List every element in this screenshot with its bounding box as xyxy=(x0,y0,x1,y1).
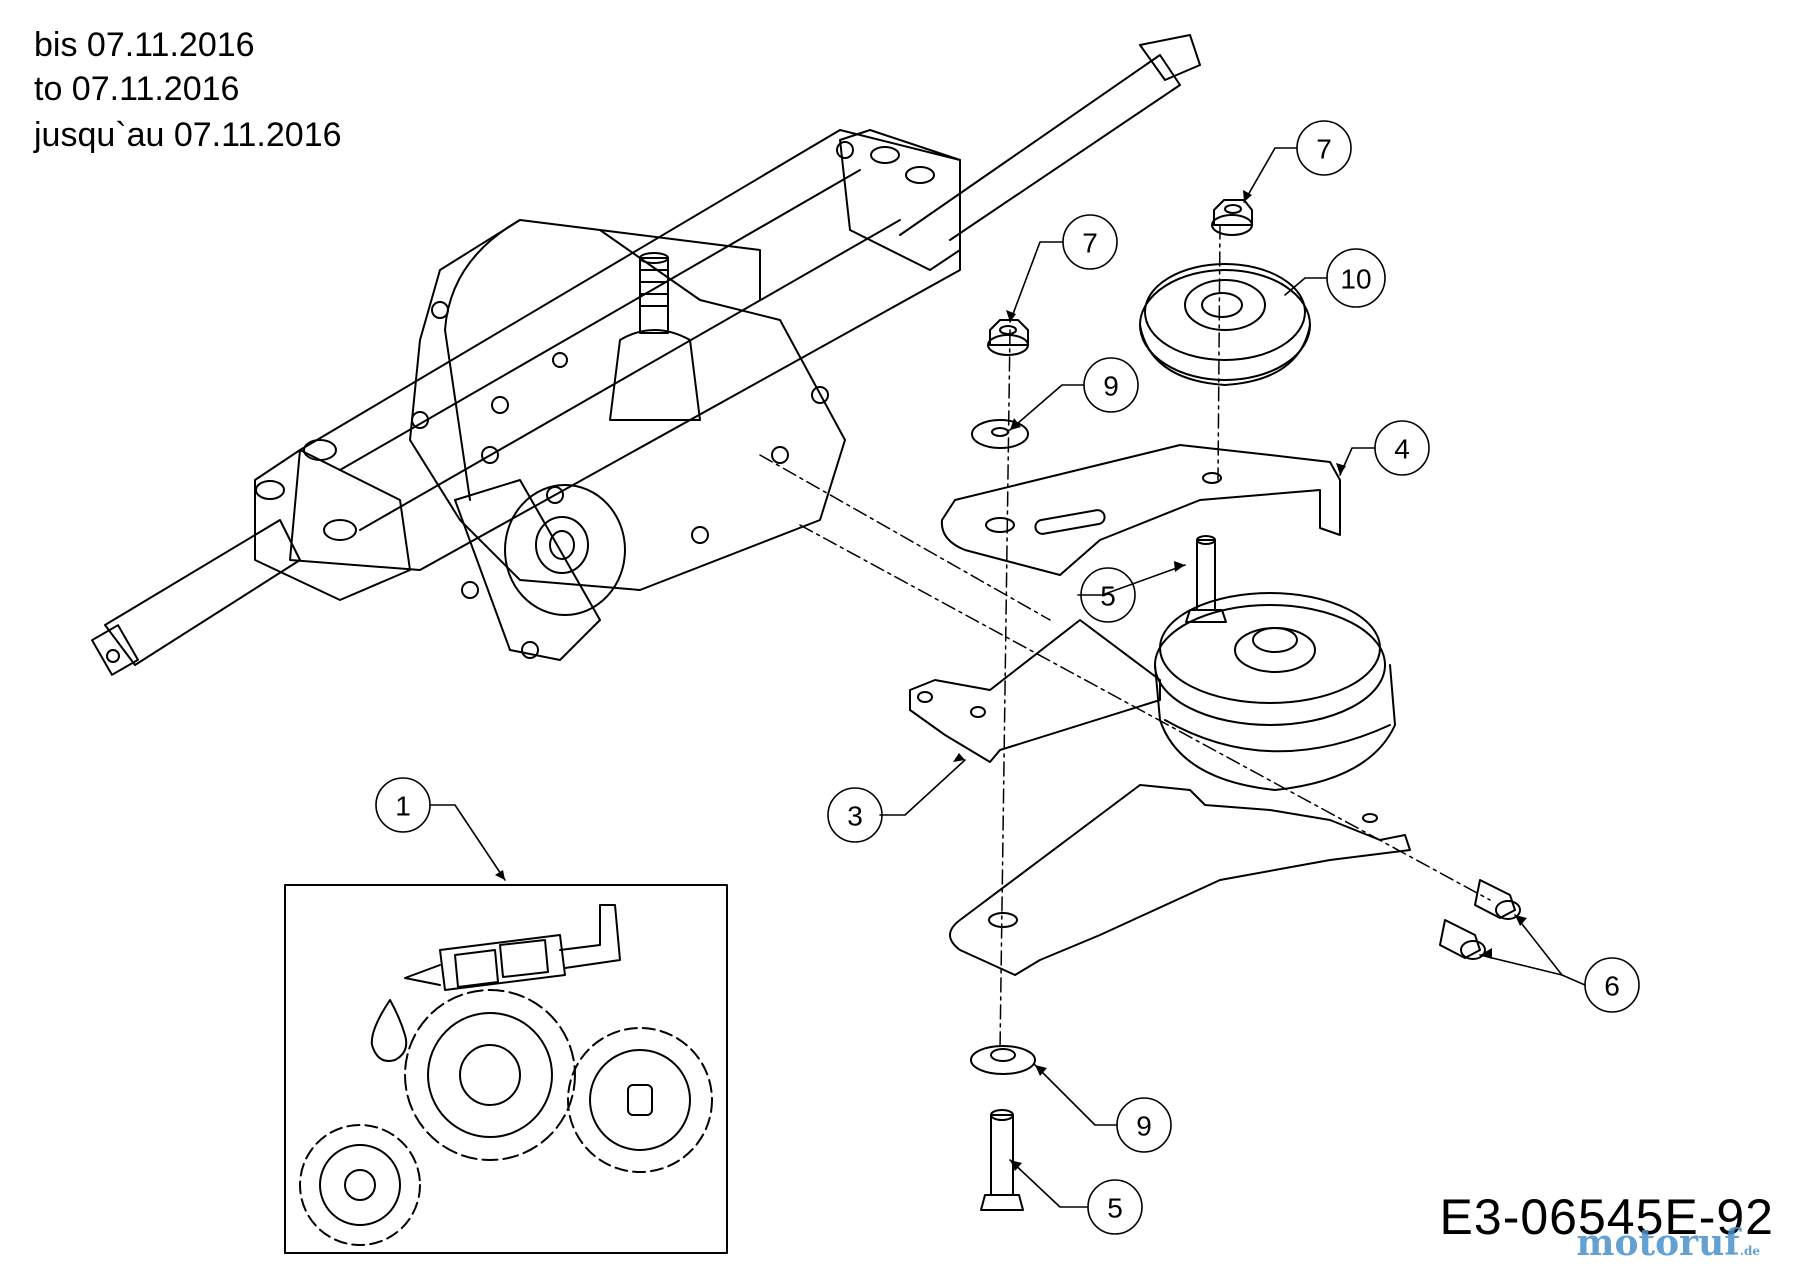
hex-bolts-6 xyxy=(1439,879,1521,960)
brand-watermark: motoruf.de xyxy=(1576,1222,1760,1264)
oil-drop-icon xyxy=(370,999,408,1062)
flange-nut-lower xyxy=(987,319,1029,356)
pivot-bolt-lower xyxy=(980,1109,1024,1211)
idler-pulley-large xyxy=(1154,592,1396,791)
callout-number-9b: 9 xyxy=(1136,1111,1152,1142)
callout-circle-10 xyxy=(1326,248,1386,308)
axle-left-tip xyxy=(91,624,139,676)
callout-number-6: 6 xyxy=(1604,971,1620,1002)
callout-circle-9b xyxy=(1116,1097,1172,1153)
callout-circle-5b xyxy=(1087,1179,1143,1235)
validity-line-fr: jusqu`au 07.11.2016 xyxy=(34,116,342,154)
leader-lines xyxy=(429,147,1586,1208)
gear-icon xyxy=(299,989,713,1246)
callout-number-4: 4 xyxy=(1394,434,1410,465)
callout-number-3: 3 xyxy=(847,801,863,832)
washer-lower xyxy=(970,1045,1036,1075)
washer-upper xyxy=(971,419,1029,449)
transaxle-assembly xyxy=(91,34,1201,676)
lubrication-grease-gun-icon xyxy=(404,904,621,991)
assembly-centerlines xyxy=(759,224,1491,1051)
callout-circle-3 xyxy=(827,787,883,843)
axle-housing-right xyxy=(839,129,961,271)
callout-number-9a: 9 xyxy=(1103,371,1119,402)
validity-line-en: to 07.11.2016 xyxy=(34,70,240,108)
callout-number-5a: 5 xyxy=(1100,581,1116,612)
idler-pulley-small xyxy=(1139,263,1311,386)
leader-arrowheads xyxy=(495,190,1527,1171)
axle-left xyxy=(104,519,301,666)
callout-number-10: 10 xyxy=(1340,264,1371,295)
axle-tube xyxy=(289,129,961,571)
axle-right xyxy=(899,54,1181,241)
callout-circle-5a xyxy=(1080,567,1136,623)
flange-nut-upper xyxy=(1211,199,1253,236)
diagram-reference-code: E3-06545E-92 xyxy=(1439,1189,1774,1245)
callout-circle-4 xyxy=(1374,420,1430,476)
watermark-text: motoruf xyxy=(1576,1222,1740,1264)
callout-circle-6 xyxy=(1584,957,1640,1013)
callout-circle-7b xyxy=(1062,214,1118,270)
watermark-suffix: .de xyxy=(1739,1244,1760,1258)
callout-circle-1 xyxy=(375,777,431,833)
mounting-bracket-3 xyxy=(909,619,1161,763)
gearbox-housing xyxy=(409,219,846,591)
input-shaft xyxy=(639,257,669,334)
callout-circle-9a xyxy=(1083,357,1139,413)
axle-housing-left xyxy=(254,449,411,601)
validity-line-de: bis 07.11.2016 xyxy=(34,26,255,64)
lubrication-box xyxy=(284,884,728,1254)
pivot-bolt-upper xyxy=(1185,535,1227,623)
callout-number-1: 1 xyxy=(395,791,411,822)
idler-arm-lower xyxy=(949,784,1411,976)
callout-number-7b: 7 xyxy=(1082,228,1098,259)
callout-circles xyxy=(375,120,1640,1235)
axle-right-tip xyxy=(1139,34,1201,81)
housing-bolts xyxy=(411,141,854,659)
callout-number-5b: 5 xyxy=(1107,1193,1123,1224)
idler-arm-bracket-4 xyxy=(940,444,1341,576)
callout-number-7a: 7 xyxy=(1316,134,1332,165)
transaxle-pulley xyxy=(504,484,626,616)
callout-circle-7a xyxy=(1296,120,1352,176)
